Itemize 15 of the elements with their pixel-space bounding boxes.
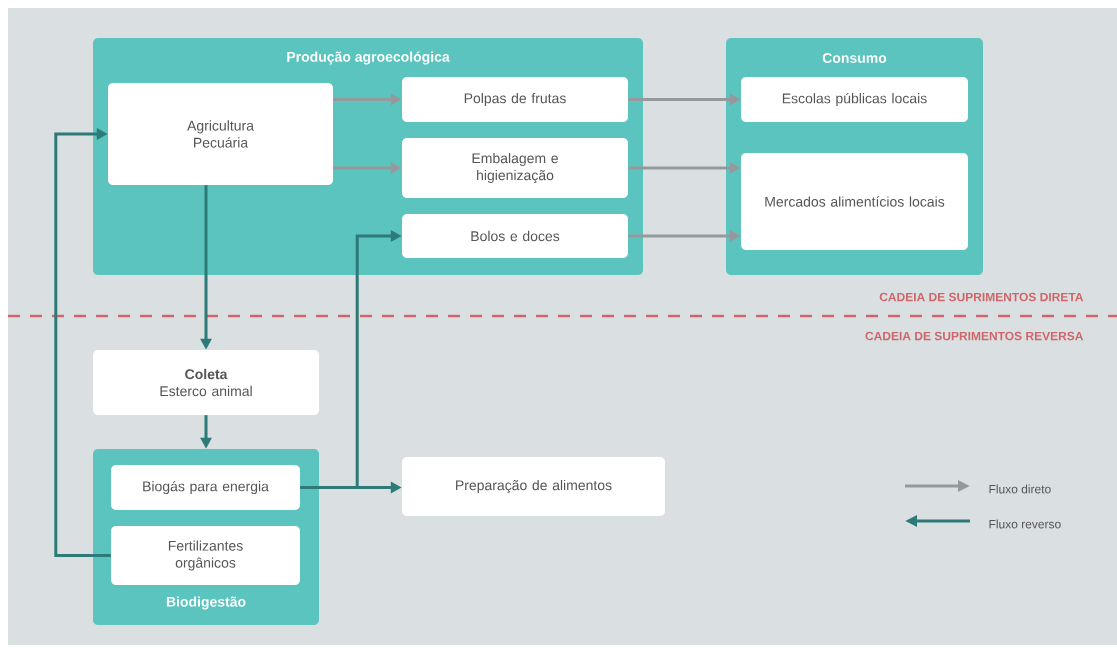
process-box: Embalagem e higienização bbox=[402, 138, 628, 198]
section-label: CADEIA DE SUPRIMENTOS DIRETA bbox=[879, 292, 1084, 302]
process-box: Escolas públicas locais bbox=[741, 77, 968, 122]
process-box: Fertilizantes orgânicos bbox=[111, 526, 300, 585]
process-box: Biogás para energia bbox=[111, 465, 300, 510]
section-label: CADEIA DE SUPRIMENTOS REVERSA bbox=[865, 331, 1084, 341]
process-box: Agricultura Pecuária bbox=[108, 83, 333, 185]
process-box: Mercados alimentícios locais bbox=[741, 153, 968, 250]
process-box: Polpas de frutas bbox=[402, 77, 628, 122]
arrow bbox=[54, 128, 111, 557]
process-box: Coleta Esterco animal bbox=[93, 350, 319, 415]
process-box: Bolos e doces bbox=[402, 214, 628, 258]
legend-label: Fluxo direto bbox=[989, 484, 1051, 494]
legend-label: Fluxo reverso bbox=[989, 519, 1061, 529]
process-box: Preparação de alimentos bbox=[402, 457, 665, 516]
